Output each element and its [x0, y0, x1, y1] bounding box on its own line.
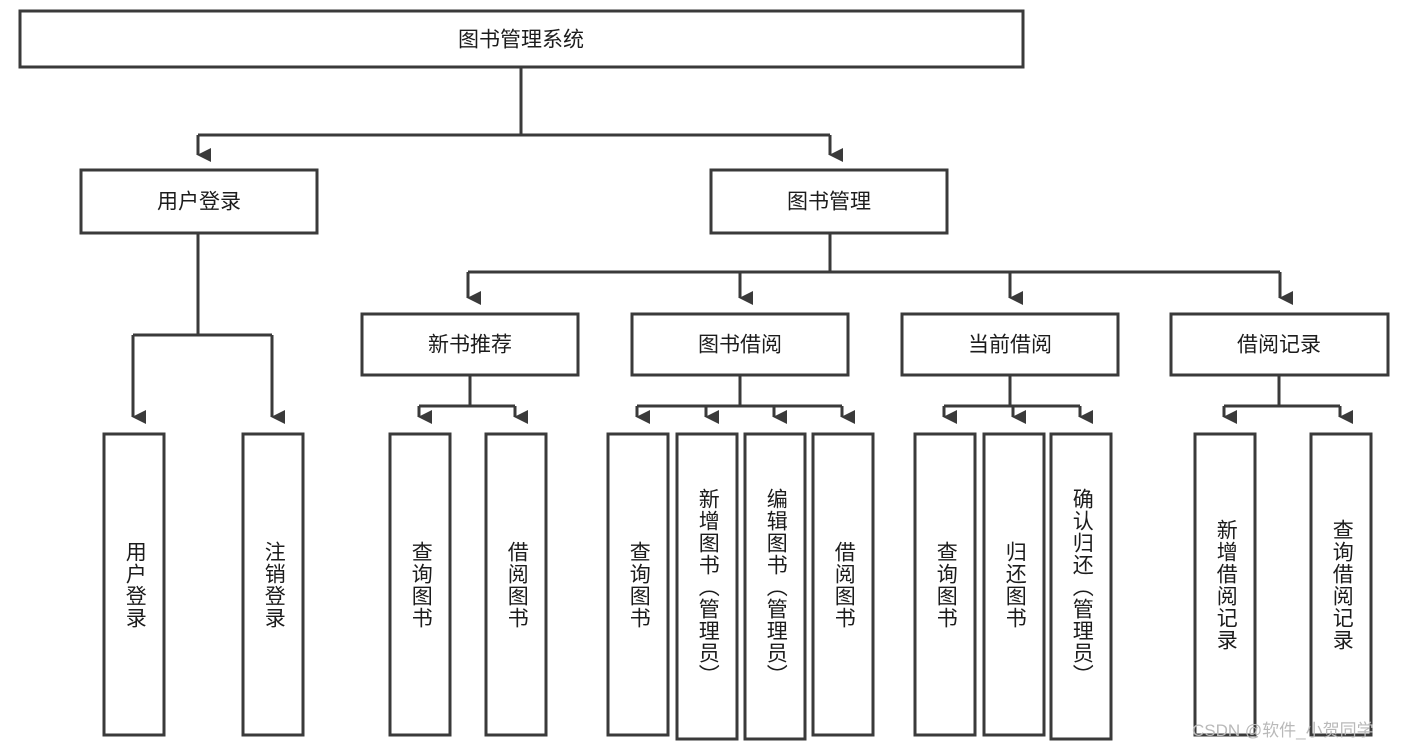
- node-box-book-management[interactable]: [709, 168, 949, 235]
- node-label-book-management: 图书管理: [787, 191, 871, 214]
- connector-group-book-borrow: [635, 375, 855, 424]
- node-box-leaf-query-book-2[interactable]: [606, 432, 670, 737]
- node-label-book-borrow: 图书借阅: [698, 334, 782, 357]
- connector-group-current-borrow: [942, 375, 1093, 424]
- node-box-user-login[interactable]: [79, 168, 319, 235]
- node-box-leaf-logout-login[interactable]: [241, 432, 305, 737]
- node-box-leaf-return-book[interactable]: [982, 432, 1046, 737]
- node-box-leaf-query-book-3[interactable]: [913, 432, 977, 737]
- node-label-new-book-recommend: 新书推荐: [428, 334, 512, 357]
- connector-group-book-management: [466, 233, 1293, 305]
- node-label-current-borrow: 当前借阅: [968, 334, 1052, 357]
- connector-group-root: [196, 66, 843, 162]
- node-box-borrow-record[interactable]: [1169, 312, 1390, 377]
- node-box-leaf-confirm-return[interactable]: [1049, 432, 1113, 741]
- node-box-leaf-add-book[interactable]: [675, 432, 739, 741]
- node-box-book-borrow[interactable]: [630, 312, 850, 377]
- connector-group-user-login: [131, 233, 285, 424]
- connector-group-new-book-recommend: [417, 375, 528, 424]
- node-box-new-book-recommend[interactable]: [360, 312, 580, 377]
- node-box-leaf-borrow-book-2[interactable]: [811, 432, 875, 737]
- node-box-leaf-add-record[interactable]: [1193, 432, 1257, 737]
- node-box-leaf-query-record[interactable]: [1309, 432, 1373, 737]
- csdn-watermark: CSDN @软件_小贺同学: [1192, 721, 1374, 740]
- node-box-root[interactable]: [18, 9, 1025, 69]
- node-box-current-borrow[interactable]: [900, 312, 1120, 377]
- node-label-root: 图书管理系统: [458, 29, 584, 52]
- node-label-user-login: 用户登录: [157, 191, 241, 214]
- connector-group-borrow-record: [1222, 375, 1353, 424]
- node-box-leaf-edit-book[interactable]: [743, 432, 807, 741]
- node-box-leaf-user-login[interactable]: [102, 432, 166, 737]
- node-box-leaf-borrow-book-1[interactable]: [484, 432, 548, 737]
- node-label-borrow-record: 借阅记录: [1237, 334, 1321, 357]
- node-box-leaf-query-book-1[interactable]: [388, 432, 452, 737]
